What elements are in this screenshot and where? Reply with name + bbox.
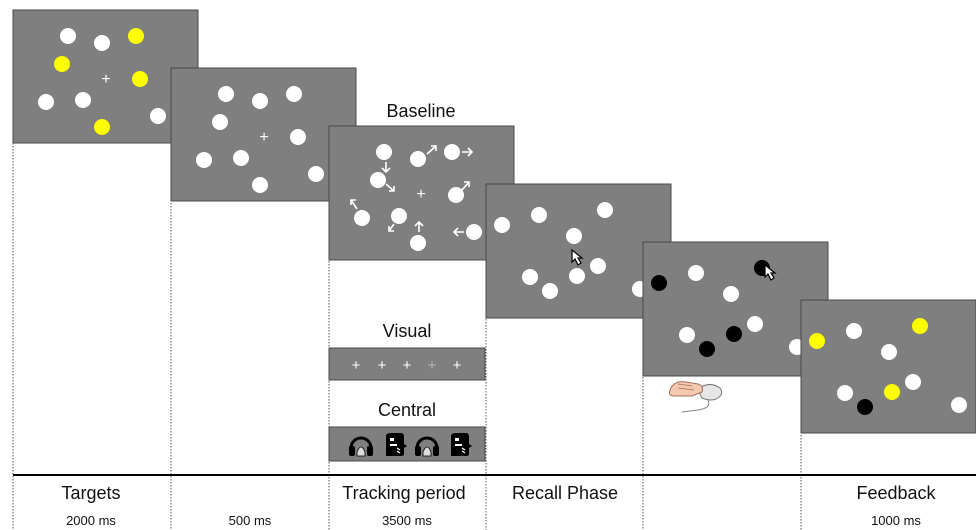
central-strip xyxy=(328,426,486,462)
targets-panel: + xyxy=(12,9,199,144)
selection-panel xyxy=(642,241,829,377)
timeline-guides xyxy=(12,143,802,530)
speaking-head-icon xyxy=(451,433,472,456)
baseline-label: Baseline xyxy=(386,101,455,121)
duration-targets: 2000 ms xyxy=(66,513,116,528)
retention-panel: + xyxy=(170,67,357,202)
visual-label: Visual xyxy=(383,321,432,341)
recall-panel xyxy=(485,183,672,319)
visual-strip: + + + + + xyxy=(328,347,486,381)
visual-cross-2: + xyxy=(378,357,387,374)
phase-label-tracking: Tracking period xyxy=(342,483,465,503)
duration-feedback: 1000 ms xyxy=(871,513,921,528)
headphones-icon xyxy=(349,436,373,457)
speaking-head-icon xyxy=(386,433,407,456)
headphones-icon xyxy=(415,436,439,457)
feedback-panel xyxy=(800,299,976,434)
fixation-cross: + xyxy=(101,71,110,88)
duration-tracking: 3500 ms xyxy=(382,513,432,528)
phase-label-targets: Targets xyxy=(61,483,120,503)
hand-on-mouse-icon xyxy=(669,381,723,413)
phase-labels: Targets Tracking period Recall Phase Fee… xyxy=(61,483,936,503)
fixation-cross: + xyxy=(416,186,425,203)
phase-label-feedback: Feedback xyxy=(856,483,936,503)
fixation-cross: + xyxy=(259,129,268,146)
cursor-arrow-icon xyxy=(764,263,777,281)
duration-retention: 500 ms xyxy=(229,513,272,528)
cursor-arrow-icon xyxy=(571,248,584,266)
phase-label-recall: Recall Phase xyxy=(512,483,618,503)
phase-durations: 2000 ms 500 ms 3500 ms 1000 ms xyxy=(66,513,921,528)
visual-cross-4: + xyxy=(428,357,437,374)
visual-cross-5: + xyxy=(453,357,462,374)
motion-arrows xyxy=(350,145,474,237)
visual-cross-3: + xyxy=(403,357,412,374)
visual-cross-1: + xyxy=(352,357,361,374)
central-label: Central xyxy=(378,400,436,420)
